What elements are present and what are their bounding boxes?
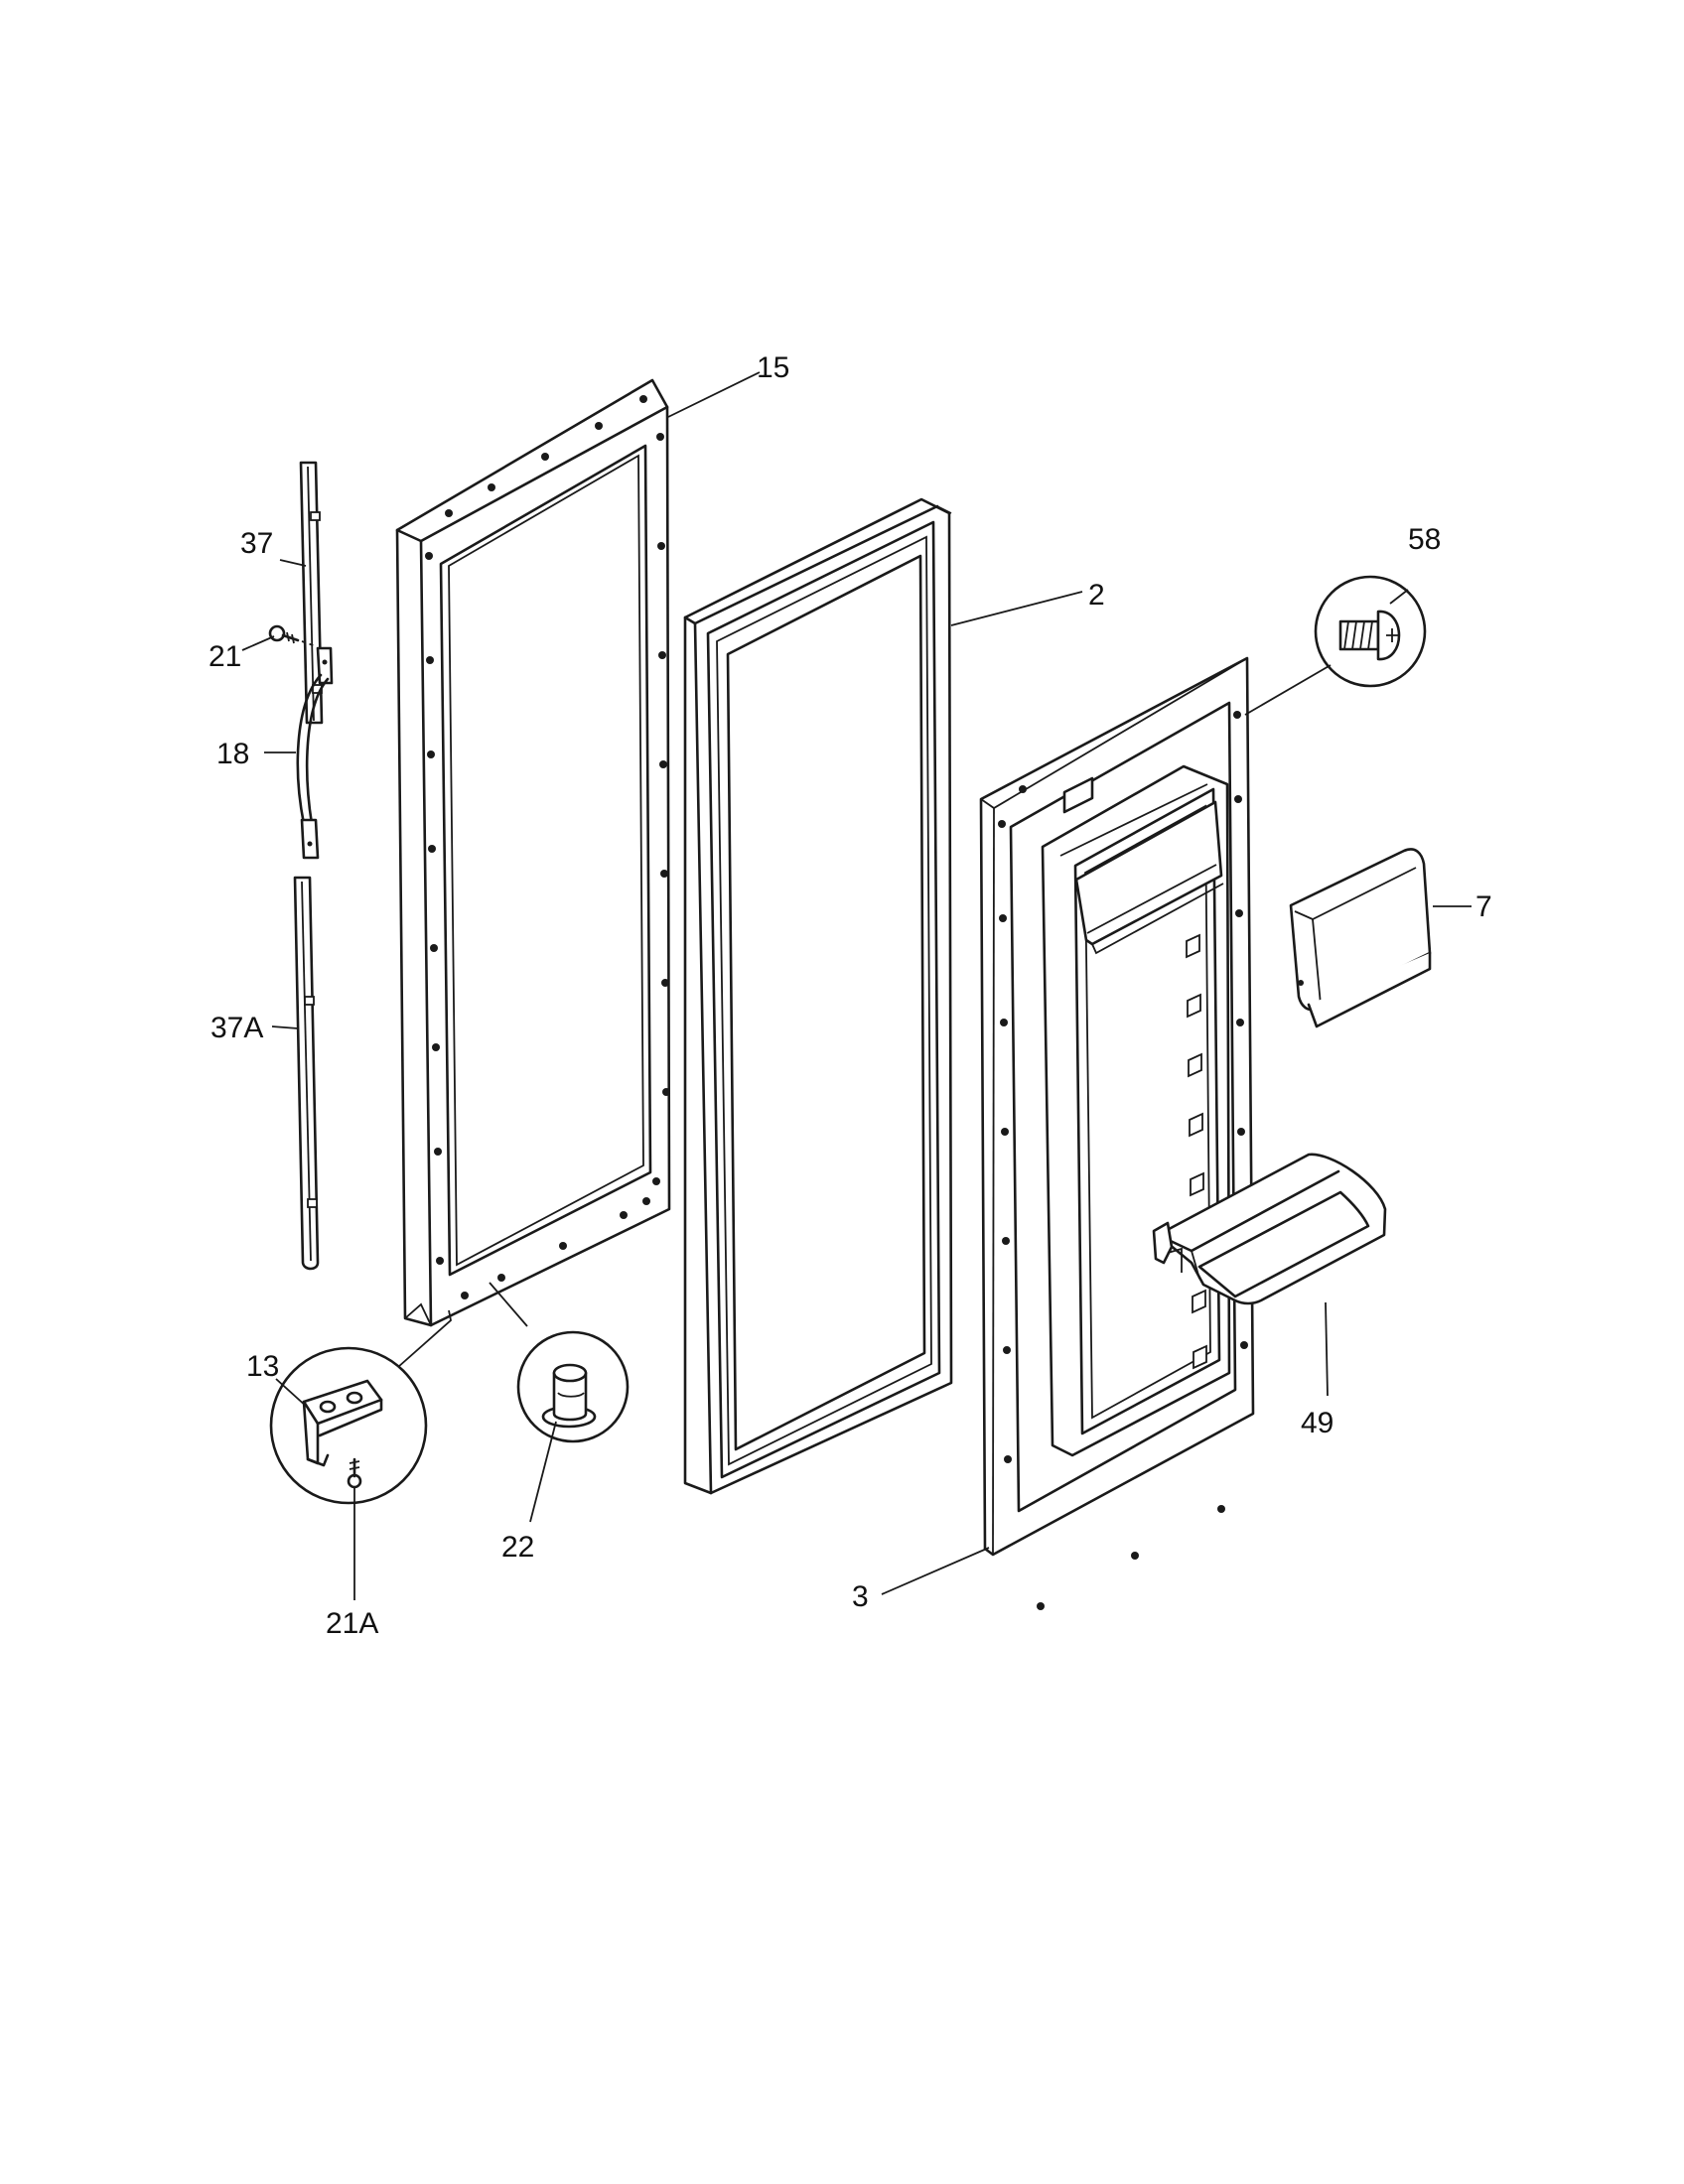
liner-3-holes bbox=[998, 711, 1248, 1610]
callout-22: 22 bbox=[501, 1531, 534, 1564]
callout-37A: 37A bbox=[210, 1012, 263, 1044]
part-2-door-gasket bbox=[683, 497, 953, 1495]
leader-22-to-frame bbox=[489, 1282, 528, 1327]
leader-13 bbox=[275, 1378, 309, 1409]
callout-2: 2 bbox=[1088, 579, 1105, 612]
leader-13-to-frame bbox=[397, 1309, 452, 1368]
callout-18: 18 bbox=[216, 738, 249, 770]
part-37-upper-handle-trim bbox=[299, 461, 324, 725]
part-7-dairy-door bbox=[1289, 848, 1432, 1028]
leader-22 bbox=[529, 1421, 557, 1523]
part-49-door-bin bbox=[1152, 1153, 1387, 1305]
leader-58 bbox=[1389, 589, 1409, 605]
part-21-screw bbox=[268, 624, 317, 647]
part-18-handle bbox=[296, 646, 334, 860]
callout-15: 15 bbox=[757, 351, 789, 384]
part-3-inner-door-liner bbox=[979, 656, 1255, 1610]
part-15-door-frame bbox=[395, 378, 671, 1327]
callout-21A: 21A bbox=[326, 1607, 378, 1640]
leader-21 bbox=[241, 635, 275, 651]
leader-lines bbox=[241, 371, 1472, 1600]
part-37A-lower-handle-trim bbox=[293, 876, 320, 1271]
leader-37A bbox=[271, 1025, 299, 1029]
detail-58-screw bbox=[1314, 575, 1427, 688]
detail-13-hinge-bracket bbox=[269, 1346, 428, 1505]
leader-58-to-liner bbox=[1244, 664, 1332, 716]
callout-58: 58 bbox=[1408, 523, 1441, 556]
leader-37 bbox=[279, 559, 307, 567]
frame-15-holes bbox=[425, 395, 670, 1299]
detail-22-door-stop bbox=[516, 1330, 630, 1443]
leader-3 bbox=[881, 1547, 990, 1595]
callout-labels: 15 37 21 18 37A 58 2 7 13 22 21A 49 3 bbox=[209, 351, 1492, 1640]
leader-2 bbox=[950, 591, 1083, 626]
callout-49: 49 bbox=[1301, 1407, 1333, 1439]
callout-37: 37 bbox=[240, 527, 273, 560]
callout-3: 3 bbox=[852, 1580, 869, 1613]
leader-49 bbox=[1325, 1301, 1329, 1397]
callout-7: 7 bbox=[1475, 890, 1492, 923]
leader-15 bbox=[667, 371, 761, 418]
callout-21: 21 bbox=[209, 640, 241, 673]
callout-13: 13 bbox=[246, 1350, 279, 1383]
